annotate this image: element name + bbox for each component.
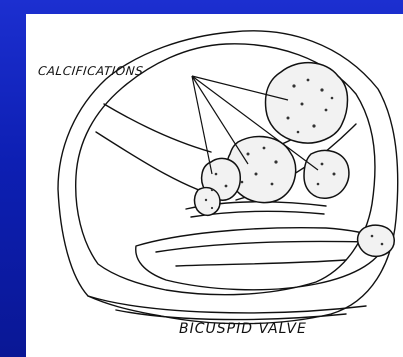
calcification-nodule-right	[304, 150, 349, 198]
calcification-nodule-lower-left	[195, 188, 220, 216]
calcifications-label: CALCIFICATIONS	[37, 64, 144, 78]
lower-leaflet	[136, 228, 386, 290]
calcification-nodule-lower-right	[358, 225, 395, 256]
illustration-panel: CALCIFICATIONS BICUSPID VALVE	[26, 14, 403, 357]
bicuspid-valve-caption: BICUSPID VALVE	[179, 321, 307, 337]
calcification-nodule-top	[266, 63, 348, 143]
